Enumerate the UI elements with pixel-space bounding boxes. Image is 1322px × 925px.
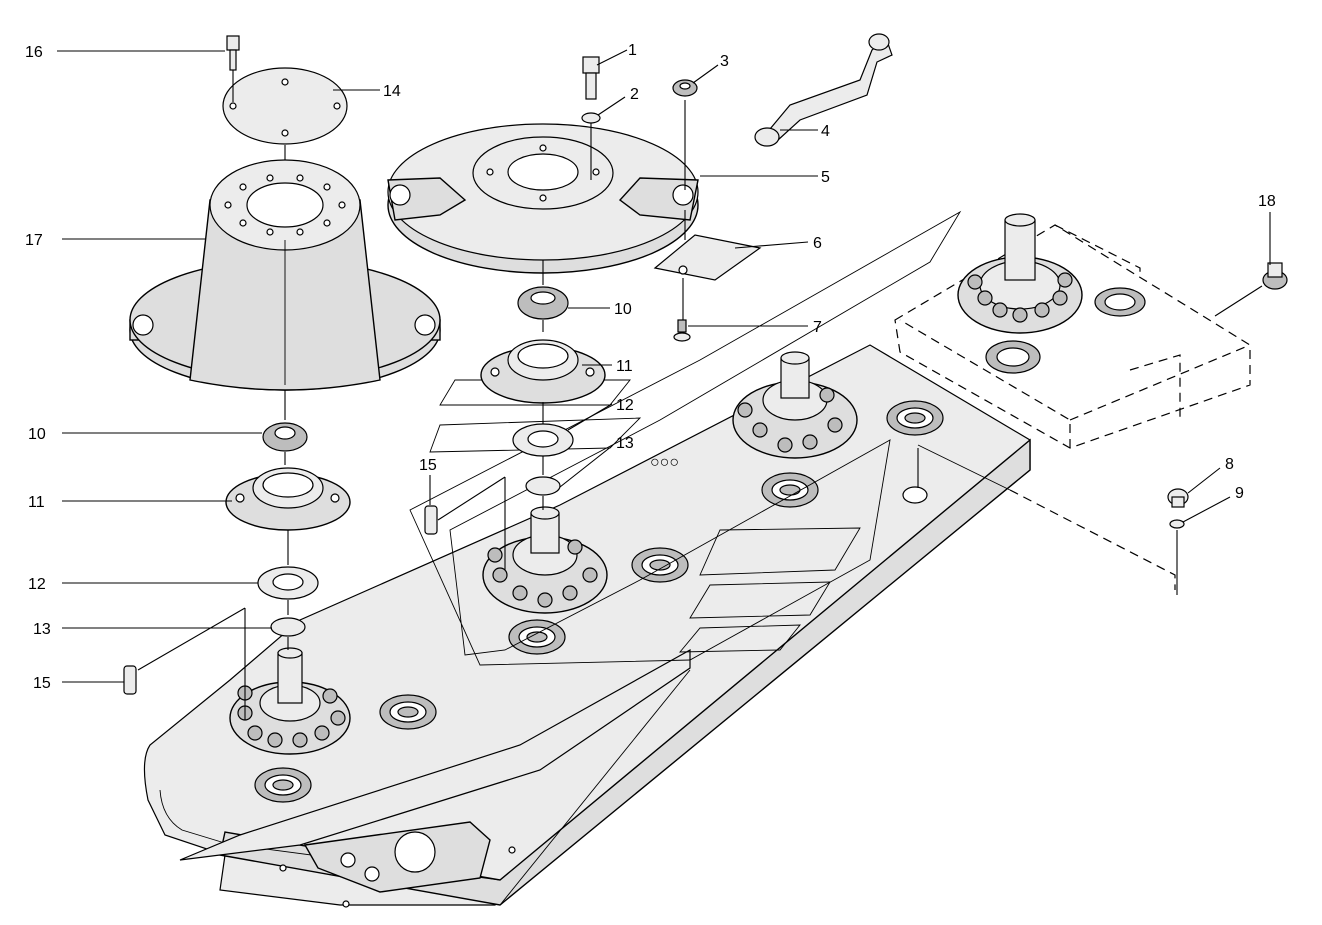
hub-right (957, 213, 1083, 334)
callout-13-left: 13 (33, 621, 51, 638)
washer-2 (581, 112, 601, 124)
drum-17 (129, 159, 441, 391)
callout-16: 16 (25, 44, 43, 61)
hub-left (229, 647, 351, 755)
wrench-4 (754, 33, 893, 147)
callout-11-left: 11 (28, 494, 45, 511)
callout-12-mid: 12 (616, 397, 634, 414)
nut-10-left (262, 422, 308, 452)
callout-13-mid: 13 (616, 435, 634, 452)
callout-17: 17 (25, 232, 43, 249)
screw-16 (226, 35, 240, 71)
svg-text:○○○: ○○○ (650, 454, 679, 471)
washer-9 (1169, 519, 1185, 529)
flange-11-left (225, 467, 351, 531)
nut-10-mid (517, 286, 569, 320)
callout-leaders (57, 49, 1271, 683)
callout-6: 6 (813, 235, 822, 252)
callout-8: 8 (1225, 456, 1234, 473)
key-15-left (123, 665, 137, 695)
nut-3 (672, 79, 698, 97)
hub-mid-right (732, 351, 858, 459)
callout-5: 5 (821, 169, 830, 186)
bolt-8 (1167, 488, 1189, 508)
hub-middle (482, 506, 608, 614)
cutter-disc-5 (387, 123, 699, 274)
bearing-seats (254, 400, 1011, 803)
key-15-mid (424, 505, 438, 535)
callout-10-left: 10 (28, 426, 46, 443)
cover-cap-14 (222, 67, 348, 145)
ring-13-left (270, 617, 306, 637)
ring-13-mid (525, 476, 561, 496)
callout-9: 9 (1235, 485, 1244, 502)
callout-18: 18 (1258, 193, 1276, 210)
callout-10-mid: 10 (614, 301, 632, 318)
callout-14: 14 (383, 83, 401, 100)
callout-12-left: 12 (28, 576, 46, 593)
callout-labels: 16 14 17 10 11 12 13 15 1 2 3 4 5 6 7 10… (25, 42, 1276, 692)
callout-15-left: 15 (33, 675, 51, 692)
washer-12-left (257, 566, 319, 600)
washer-12-mid (512, 423, 574, 457)
callout-3: 3 (720, 53, 729, 70)
callout-15-mid: 15 (419, 457, 437, 474)
blade-6 (653, 234, 762, 281)
gearbox-outline (894, 224, 1251, 590)
callout-1: 1 (628, 42, 637, 59)
bolt-7 (673, 319, 691, 342)
flange-11-mid (480, 339, 606, 404)
bolt-1 (582, 56, 600, 100)
callout-7: 7 (813, 319, 822, 336)
callout-4: 4 (821, 123, 830, 140)
plug-18 (1262, 262, 1288, 290)
callout-2: 2 (630, 86, 639, 103)
callout-11-mid: 11 (616, 358, 633, 375)
